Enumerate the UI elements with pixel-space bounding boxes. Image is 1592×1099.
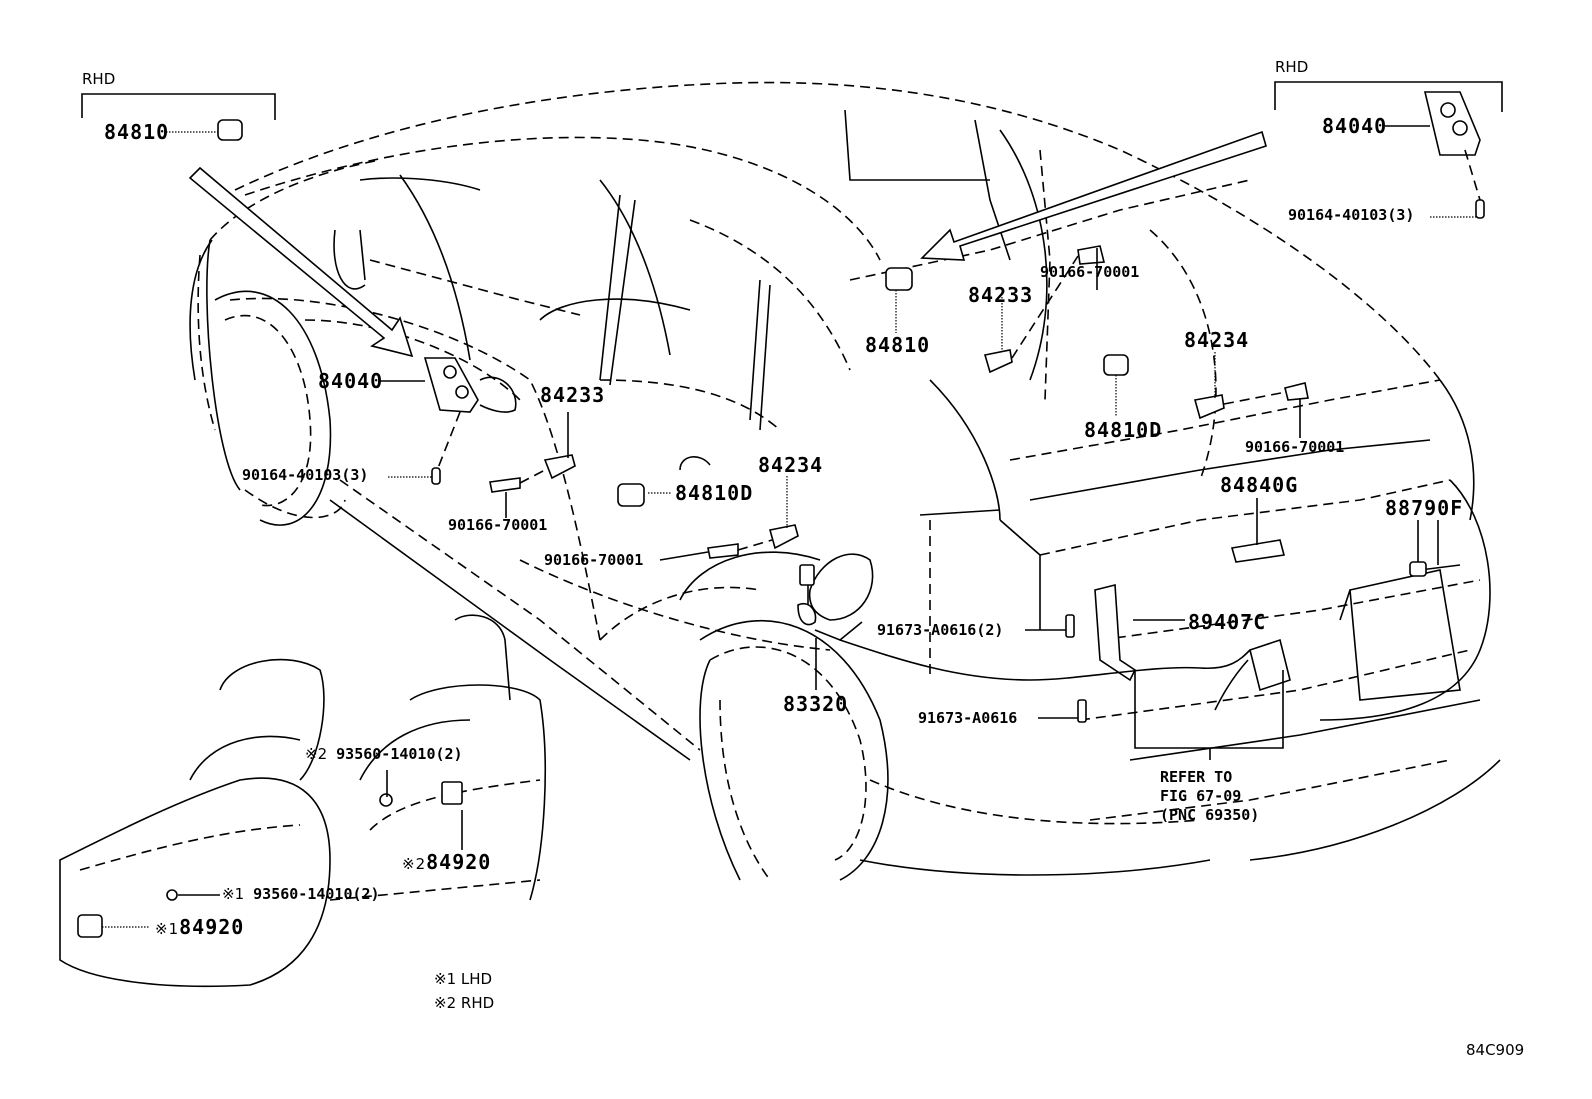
part-label-88790F[interactable]: 88790F — [1385, 496, 1464, 520]
part-label-84810-inset[interactable]: 84810 — [104, 120, 170, 144]
part-label-90166-70001-front[interactable]: 90166-70001 — [448, 516, 548, 534]
part-label-93560-14010-lhd[interactable]: ※1 93560-14010(2) — [222, 887, 380, 902]
leader-lines — [102, 125, 1481, 928]
part-label-91673-A0616[interactable]: 91673-A0616 — [918, 709, 1018, 727]
part-label-90166-70001-top[interactable]: 90166-70001 — [1040, 263, 1140, 281]
refer-note-line1: REFER TO — [1160, 768, 1233, 786]
part-label-83320[interactable]: 83320 — [783, 692, 849, 716]
part-label-84234-rear[interactable]: 84234 — [1184, 328, 1250, 352]
legend-text: LHD — [460, 970, 493, 988]
part-label-84233-rear[interactable]: 84233 — [968, 283, 1034, 307]
part-label-84233-front[interactable]: 84233 — [540, 383, 606, 407]
part-number: 93560-14010(2) — [253, 885, 380, 903]
figure-code: 84C909 — [1466, 1041, 1525, 1059]
part-label-84234-front[interactable]: 84234 — [758, 453, 824, 477]
inset-bracket-right — [1274, 81, 1503, 112]
part-label-90164-40103[interactable]: 90164-40103(3) — [242, 466, 369, 484]
part-label-screw-inset[interactable]: 90164-40103(3) — [1288, 206, 1415, 224]
part-label-90166-70001-right[interactable]: 90166-70001 — [1245, 438, 1345, 456]
rhd-mark: ※2 — [402, 855, 427, 873]
part-label-90166-70001-rear-door[interactable]: 90166-70001 — [544, 551, 644, 569]
legend-text: RHD — [460, 994, 495, 1012]
lhd-mark: ※1 — [155, 920, 180, 938]
rhd-mark: ※2 — [305, 745, 328, 763]
refer-note-line2: FIG 67-09 — [1160, 786, 1242, 805]
refer-note-line3: (PNC 69350) — [1160, 805, 1260, 824]
part-label-84840G[interactable]: 84840G — [1220, 473, 1299, 497]
legend-rhd: ※2 RHD — [434, 996, 494, 1011]
refer-note[interactable]: REFER TO FIG 67-09 (PNC 69350) — [1160, 768, 1259, 824]
part-number: 93560-14010(2) — [336, 745, 463, 763]
inset-right-title: RHD — [1275, 58, 1309, 76]
part-icons — [59, 91, 1485, 988]
part-label-84810D-rear[interactable]: 84810D — [1084, 418, 1163, 442]
legend-mark: ※2 — [434, 994, 457, 1012]
part-label-84810D-front[interactable]: 84810D — [675, 481, 754, 505]
lhd-mark: ※1 — [222, 885, 245, 903]
part-label-91673-A0616-2[interactable]: 91673-A0616(2) — [877, 621, 1004, 639]
part-label-93560-14010-rhd[interactable]: ※2 93560-14010(2) — [305, 747, 463, 762]
pointer-arrow-left — [188, 166, 414, 358]
inset-left-title: RHD — [82, 70, 116, 88]
part-label-84040[interactable]: 84040 — [318, 369, 384, 393]
part-number: 84920 — [179, 915, 245, 939]
legend-lhd: ※1 LHD — [434, 972, 492, 987]
part-number: 84920 — [426, 850, 492, 874]
part-label-84920-lhd[interactable]: ※184920 — [155, 917, 244, 937]
pointer-arrow-right — [920, 130, 1267, 261]
part-label-84920-rhd[interactable]: ※284920 — [402, 852, 491, 872]
car-body-outline — [189, 81, 1501, 881]
part-label-84810-rear[interactable]: 84810 — [865, 333, 931, 357]
part-label-89407C[interactable]: 89407C — [1188, 610, 1267, 634]
legend-mark: ※1 — [434, 970, 457, 988]
part-label-84040-inset[interactable]: 84040 — [1322, 114, 1388, 138]
inset-bracket-left — [81, 93, 276, 120]
